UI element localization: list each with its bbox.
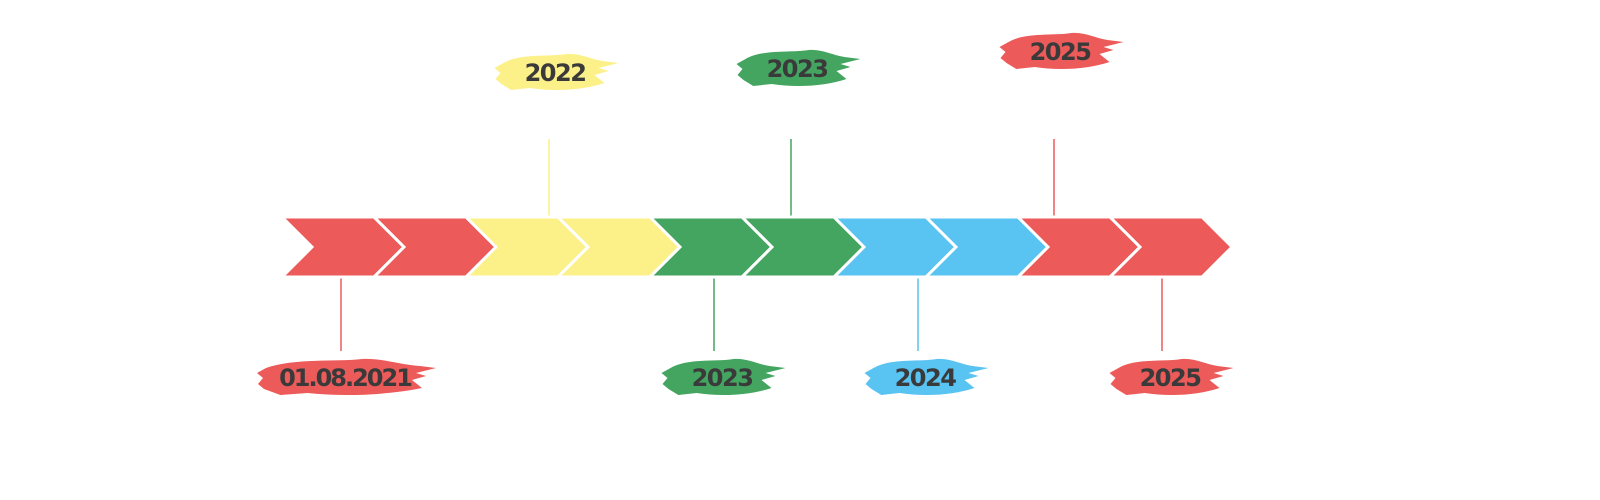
milestone-label-01-08-2021: 01.08.2021 — [279, 364, 412, 392]
brush-stroke — [257, 358, 436, 396]
milestone-01-08-2021: 01.08.2021 — [257, 358, 436, 396]
brush-stroke — [736, 49, 861, 87]
brush-stroke — [864, 358, 989, 396]
timeline-arrow-band — [278, 215, 1235, 279]
milestone-label-2025-above: 2025 — [1030, 38, 1092, 66]
milestone-label-2025-below: 2025 — [1140, 364, 1202, 392]
milestone-label-2023-above: 2023 — [767, 55, 828, 83]
brush-stroke — [494, 53, 619, 91]
milestone-2022: 2022 — [494, 53, 619, 91]
milestone-2023-above: 2023 — [736, 49, 861, 87]
milestone-label-2024: 2024 — [895, 364, 957, 392]
milestone-2023-below: 2023 — [661, 358, 786, 396]
brush-stroke — [1109, 358, 1234, 396]
milestone-2025-above: 2025 — [999, 32, 1124, 70]
milestone-label-2022: 2022 — [525, 59, 586, 87]
chevron-segment — [1106, 215, 1235, 279]
milestone-2024: 2024 — [864, 358, 989, 396]
milestone-2025-below: 2025 — [1109, 358, 1234, 396]
brush-stroke — [999, 32, 1124, 70]
milestone-label-2023-below: 2023 — [692, 364, 753, 392]
milestone-labels: 01.08.2021 2022 2023 2023 2024 2025 2025 — [257, 32, 1234, 396]
connector-lines — [340, 139, 1163, 351]
brush-stroke — [661, 358, 786, 396]
